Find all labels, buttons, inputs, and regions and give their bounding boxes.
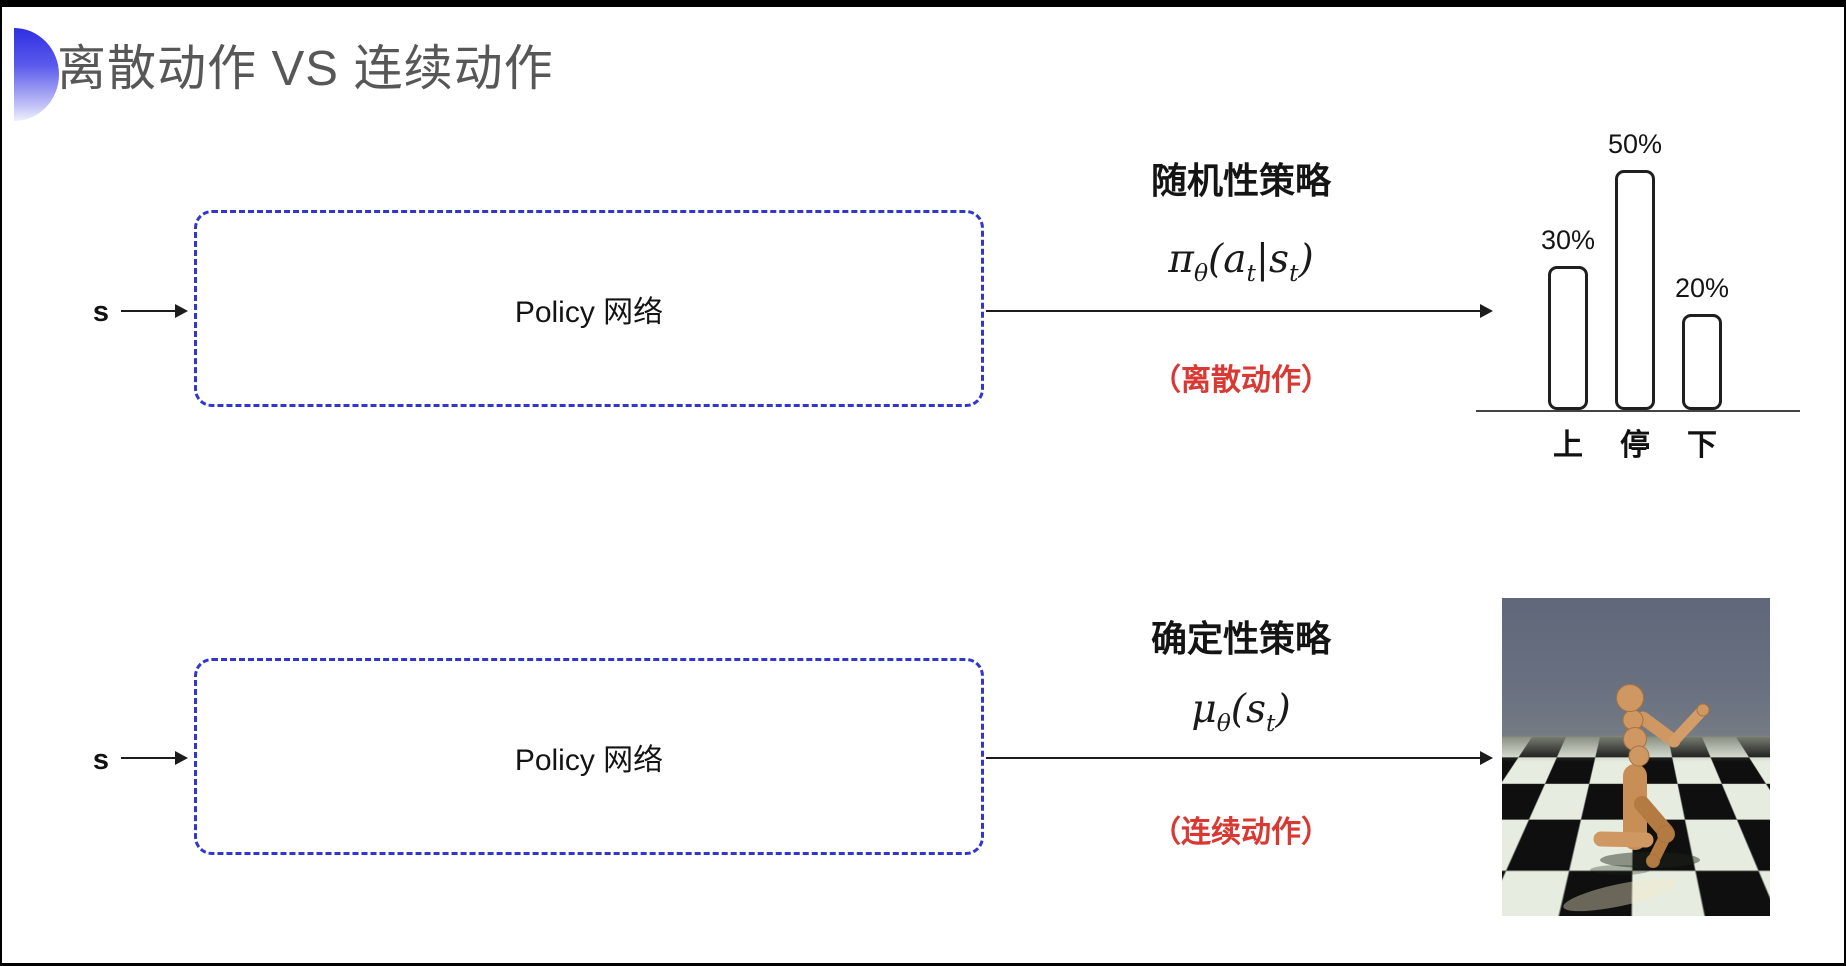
bar <box>1548 266 1588 410</box>
category-label: 下 <box>1687 429 1717 462</box>
policy-box-label: Policy 网络 <box>514 743 664 777</box>
stochastic-policy-formula: πθ(at|st) <box>1168 237 1314 287</box>
state-input-label-bottom: s <box>92 744 110 776</box>
page-title: 离散动作 VS 连续动作 <box>57 42 554 96</box>
humanoid-robot-figure <box>1563 684 1710 912</box>
chart-bar-group: 50% <box>1595 128 1675 410</box>
stochastic-policy-label: 随机性策略 <box>1150 160 1331 201</box>
discrete-action-note: （离散动作） <box>1151 364 1331 397</box>
action-probability-chart: 30% 50% 20% <box>1476 104 1800 412</box>
bar-value-label: 50% <box>1607 129 1663 159</box>
arrow-right-icon <box>986 751 1493 765</box>
chart-bar-group: 30% <box>1528 224 1608 410</box>
policy-box-label: Policy 网络 <box>514 295 664 329</box>
chart-bar-group: 20% <box>1662 272 1742 410</box>
deterministic-policy-label: 确定性策略 <box>1150 618 1331 659</box>
bar-value-label: 30% <box>1540 225 1596 255</box>
arrow-right-icon <box>986 304 1493 318</box>
arrow-right-icon <box>121 751 188 765</box>
deterministic-policy-formula: μθ(st) <box>1191 687 1291 737</box>
humanoid-simulation-image <box>1502 598 1770 916</box>
continuous-action-note: （连续动作） <box>1151 816 1331 849</box>
bar-value-label: 20% <box>1674 273 1730 303</box>
arrow-right-icon <box>121 304 188 318</box>
chart-category-row: 上 停 下 <box>1476 420 1800 462</box>
bar <box>1615 170 1655 410</box>
state-input-label-top: s <box>92 296 110 328</box>
bar <box>1682 314 1722 410</box>
category-label: 上 <box>1553 429 1583 462</box>
policy-network-box-bottom: Policy 网络 <box>194 658 984 855</box>
category-label: 停 <box>1620 429 1650 462</box>
policy-network-box-top: Policy 网络 <box>194 210 984 407</box>
